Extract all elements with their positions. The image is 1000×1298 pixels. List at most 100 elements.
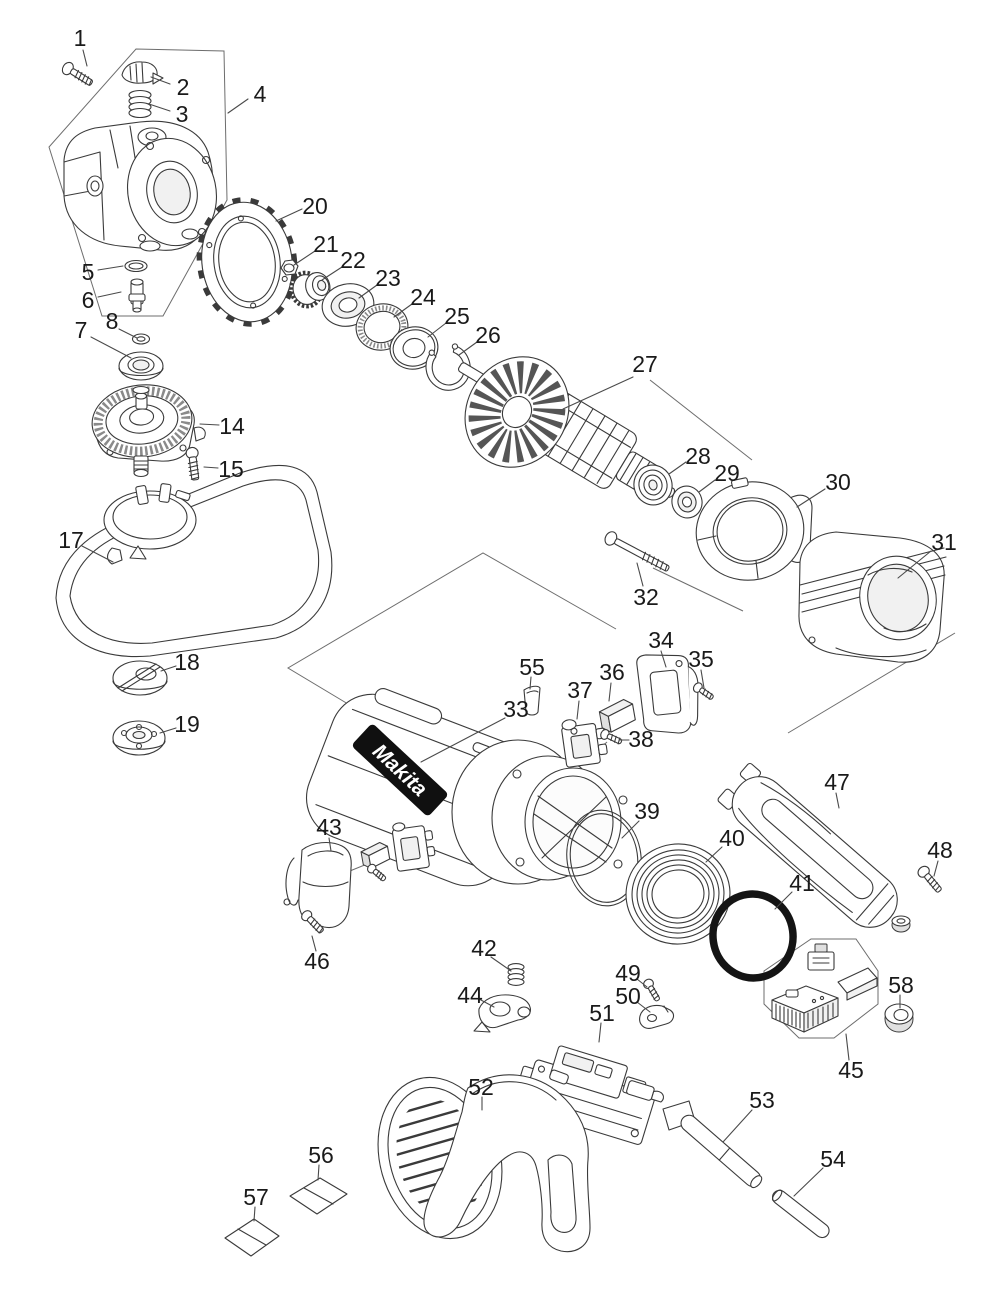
part-number-label-53: 53 bbox=[749, 1087, 775, 1113]
part-number-label-30: 30 bbox=[825, 469, 851, 495]
leader-line-18 bbox=[160, 665, 177, 672]
part-number-label-20: 20 bbox=[302, 193, 328, 219]
part-45-controller-set bbox=[771, 943, 878, 1033]
leader-line-50 bbox=[636, 1001, 651, 1013]
boundary-gear-housing-group bbox=[48, 48, 228, 317]
part-28-damper-disc bbox=[633, 464, 673, 506]
boundary-motor-housing-group bbox=[287, 552, 617, 705]
part-33-motor-housing: Makita bbox=[305, 688, 628, 887]
part-number-label-40: 40 bbox=[719, 825, 745, 851]
leader-line-5 bbox=[97, 265, 124, 271]
part-34-rear-cover bbox=[636, 654, 699, 734]
part-36-carbon-brush bbox=[598, 698, 636, 733]
part-number-label-36: 36 bbox=[599, 659, 625, 685]
part-6-spindle-pin bbox=[128, 278, 146, 313]
part-number-label-26: 26 bbox=[475, 322, 501, 348]
part-42-spring bbox=[507, 963, 525, 986]
leader-line-24 bbox=[393, 303, 413, 318]
part-number-label-44: 44 bbox=[457, 982, 483, 1008]
part-56-name-plate bbox=[289, 1177, 348, 1215]
part-number-label-54: 54 bbox=[820, 1146, 846, 1172]
part-number-label-57: 57 bbox=[243, 1184, 269, 1210]
leader-line-26 bbox=[458, 341, 478, 356]
part-number-label-3: 3 bbox=[176, 101, 189, 127]
leader-line-3 bbox=[148, 103, 171, 112]
part-number-label-5: 5 bbox=[82, 259, 95, 285]
part-number-label-23: 23 bbox=[375, 265, 401, 291]
part-54-grip-tube bbox=[771, 1189, 830, 1239]
leader-line-36 bbox=[608, 682, 612, 702]
armature-fan bbox=[464, 356, 570, 468]
part-3-spring bbox=[128, 89, 152, 119]
part-29-ball-bearing bbox=[671, 485, 703, 519]
leader-line-14 bbox=[199, 423, 220, 426]
part-26-retaining-ring bbox=[425, 343, 471, 391]
leader-line-40 bbox=[705, 846, 723, 863]
part-38-screw bbox=[600, 729, 623, 745]
leader-line-44 bbox=[478, 998, 495, 1008]
part-number-label-45: 45 bbox=[838, 1057, 864, 1083]
part-number-label-34: 34 bbox=[648, 627, 674, 653]
leader-line-29 bbox=[698, 479, 716, 493]
leader-line-8 bbox=[118, 328, 138, 339]
part-2-lock-lever bbox=[121, 61, 164, 85]
leader-line-27 bbox=[562, 376, 634, 410]
guard-clamp-band bbox=[103, 483, 197, 565]
part-39-o-ring bbox=[566, 809, 642, 907]
part-number-label-52: 52 bbox=[468, 1074, 494, 1100]
leader-line-1 bbox=[82, 49, 88, 67]
leader-line-22 bbox=[321, 266, 343, 281]
part-18-inner-flange bbox=[112, 660, 168, 696]
part-number-label-55: 55 bbox=[519, 654, 545, 680]
part-44-lock-off-lever bbox=[473, 994, 531, 1033]
part-46-screw bbox=[301, 910, 324, 934]
part-number-label-22: 22 bbox=[340, 247, 366, 273]
leader-line-55 bbox=[529, 676, 532, 690]
part-37-brush-holder bbox=[561, 719, 608, 768]
part-number-label-8: 8 bbox=[106, 308, 119, 334]
leader-line-2 bbox=[150, 76, 171, 85]
part-15-screw bbox=[185, 446, 200, 481]
part-7-ball-bearing bbox=[118, 351, 164, 381]
part-number-label-18: 18 bbox=[174, 649, 200, 675]
leader-line-34 bbox=[660, 650, 667, 668]
leader-line-54 bbox=[793, 1167, 824, 1197]
leader-line-35 bbox=[700, 669, 705, 689]
part-number-label-31: 31 bbox=[931, 529, 957, 555]
part-4-gear-housing bbox=[63, 120, 218, 252]
part-number-label-2: 2 bbox=[177, 74, 190, 100]
part-number-label-32: 32 bbox=[633, 584, 659, 610]
leader-line-32 bbox=[636, 562, 644, 587]
part-19-lock-nut bbox=[112, 720, 166, 756]
part-number-label-48: 48 bbox=[927, 837, 953, 863]
boundary-armature-bracket bbox=[649, 379, 753, 461]
part-number-label-27: 27 bbox=[632, 351, 658, 377]
part-number-label-19: 19 bbox=[174, 711, 200, 737]
part-number-label-7: 7 bbox=[75, 317, 88, 343]
part-47-handle bbox=[717, 762, 898, 928]
leader-line-7 bbox=[90, 336, 132, 359]
part-58-grommet bbox=[884, 1003, 914, 1033]
leader-line-43 bbox=[328, 837, 332, 852]
part-53-side-handle bbox=[662, 1100, 763, 1189]
leader-line-19 bbox=[159, 727, 177, 734]
part-57-label bbox=[224, 1218, 280, 1257]
part-number-label-21: 21 bbox=[313, 231, 339, 257]
boundary-field-group-a bbox=[652, 567, 744, 612]
leader-line-30 bbox=[796, 488, 826, 508]
part-27-armature bbox=[457, 356, 676, 498]
part-number-label-46: 46 bbox=[304, 948, 330, 974]
lower-brush-assembly bbox=[360, 822, 436, 882]
boundary-controller-group bbox=[763, 938, 879, 1039]
leader-line-15 bbox=[203, 466, 219, 469]
part-number-label-39: 39 bbox=[634, 798, 660, 824]
controller-module bbox=[771, 985, 839, 1033]
leader-line-33 bbox=[420, 717, 506, 763]
part-number-label-15: 15 bbox=[218, 456, 244, 482]
leader-line-53 bbox=[722, 1109, 753, 1143]
part-number-label-58: 58 bbox=[888, 972, 914, 998]
leader-line-39 bbox=[621, 820, 640, 839]
part-5-o-ring bbox=[124, 259, 148, 273]
unlabeled-knob bbox=[891, 915, 911, 933]
